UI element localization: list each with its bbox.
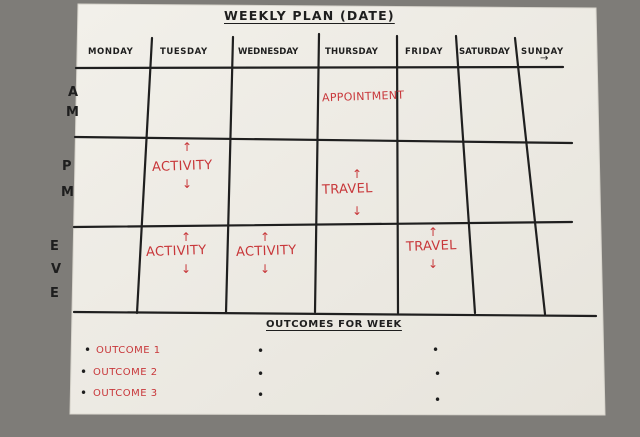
grid-pm-line	[72, 220, 574, 229]
grid-col-fri	[395, 34, 400, 315]
day-wednesday: Wednesday	[238, 47, 299, 57]
day-tuesday: Tuesday	[160, 47, 208, 57]
bullet-dot: •	[432, 343, 440, 357]
row-eve-letter-3: E	[50, 286, 59, 301]
row-eve-letter-1: E	[50, 239, 59, 254]
grid-col-wed	[224, 35, 235, 315]
outcome-item-3: Outcome 3	[93, 388, 158, 399]
arrow-up-icon: ↑	[352, 167, 363, 181]
row-am-letter-2: M	[66, 105, 79, 120]
bullet-dot: •	[80, 365, 88, 379]
day-monday: Monday	[88, 47, 134, 57]
arrow-up-icon: ↑	[181, 230, 192, 244]
bullet-dot: •	[80, 386, 88, 400]
grid-col-sun	[513, 36, 547, 316]
entry-wed-eve: Activity	[235, 242, 297, 261]
day-sunday: Sunday	[521, 47, 564, 57]
arrow-down-icon: ↓	[181, 262, 192, 276]
day-saturday: Saturday	[459, 47, 511, 57]
bullet-dot: •	[257, 388, 265, 402]
arrow-down-icon: ↓	[260, 262, 271, 276]
day-thursday: Thursday	[325, 47, 379, 57]
row-am-letter-1: A	[68, 85, 79, 100]
outcome-item-2: Outcome 2	[93, 367, 158, 378]
bullet-dot: •	[257, 367, 265, 381]
row-eve-letter-2: V	[51, 262, 62, 277]
bullet-dot: •	[84, 343, 92, 357]
arrow-up-icon: ↑	[428, 225, 439, 239]
entry-thu-pm: Travel	[321, 181, 373, 198]
grid-col-tue	[135, 36, 154, 315]
entry-thu-am: Appointment	[321, 88, 405, 105]
bullet-dot: •	[257, 344, 265, 358]
row-pm-letter-2: M	[61, 185, 74, 200]
arrow-mark: →	[540, 53, 549, 64]
page-title: Weekly Plan (Date)	[224, 8, 395, 23]
arrow-up-icon: ↑	[182, 140, 193, 154]
outcome-item-1: Outcome 1	[96, 345, 161, 356]
day-friday: Friday	[405, 47, 444, 57]
entry-tue-eve: Activity	[145, 242, 207, 261]
row-pm-letter-1: P	[62, 159, 72, 174]
grid-eve-line	[72, 310, 598, 318]
grid-col-sat	[454, 34, 477, 315]
arrow-down-icon: ↓	[182, 177, 193, 191]
arrow-down-icon: ↓	[352, 204, 363, 218]
grid-col-thu	[313, 32, 321, 314]
arrow-down-icon: ↓	[428, 257, 439, 271]
entry-tue-pm: Activity	[151, 157, 213, 176]
grid-am-line	[73, 135, 574, 145]
outcomes-heading: Outcomes for Week	[266, 319, 402, 330]
arrow-up-icon: ↑	[260, 230, 271, 244]
bullet-dot: •	[434, 393, 442, 407]
bullet-dot: •	[434, 367, 442, 381]
entry-fri-eve: Travel	[405, 238, 457, 255]
